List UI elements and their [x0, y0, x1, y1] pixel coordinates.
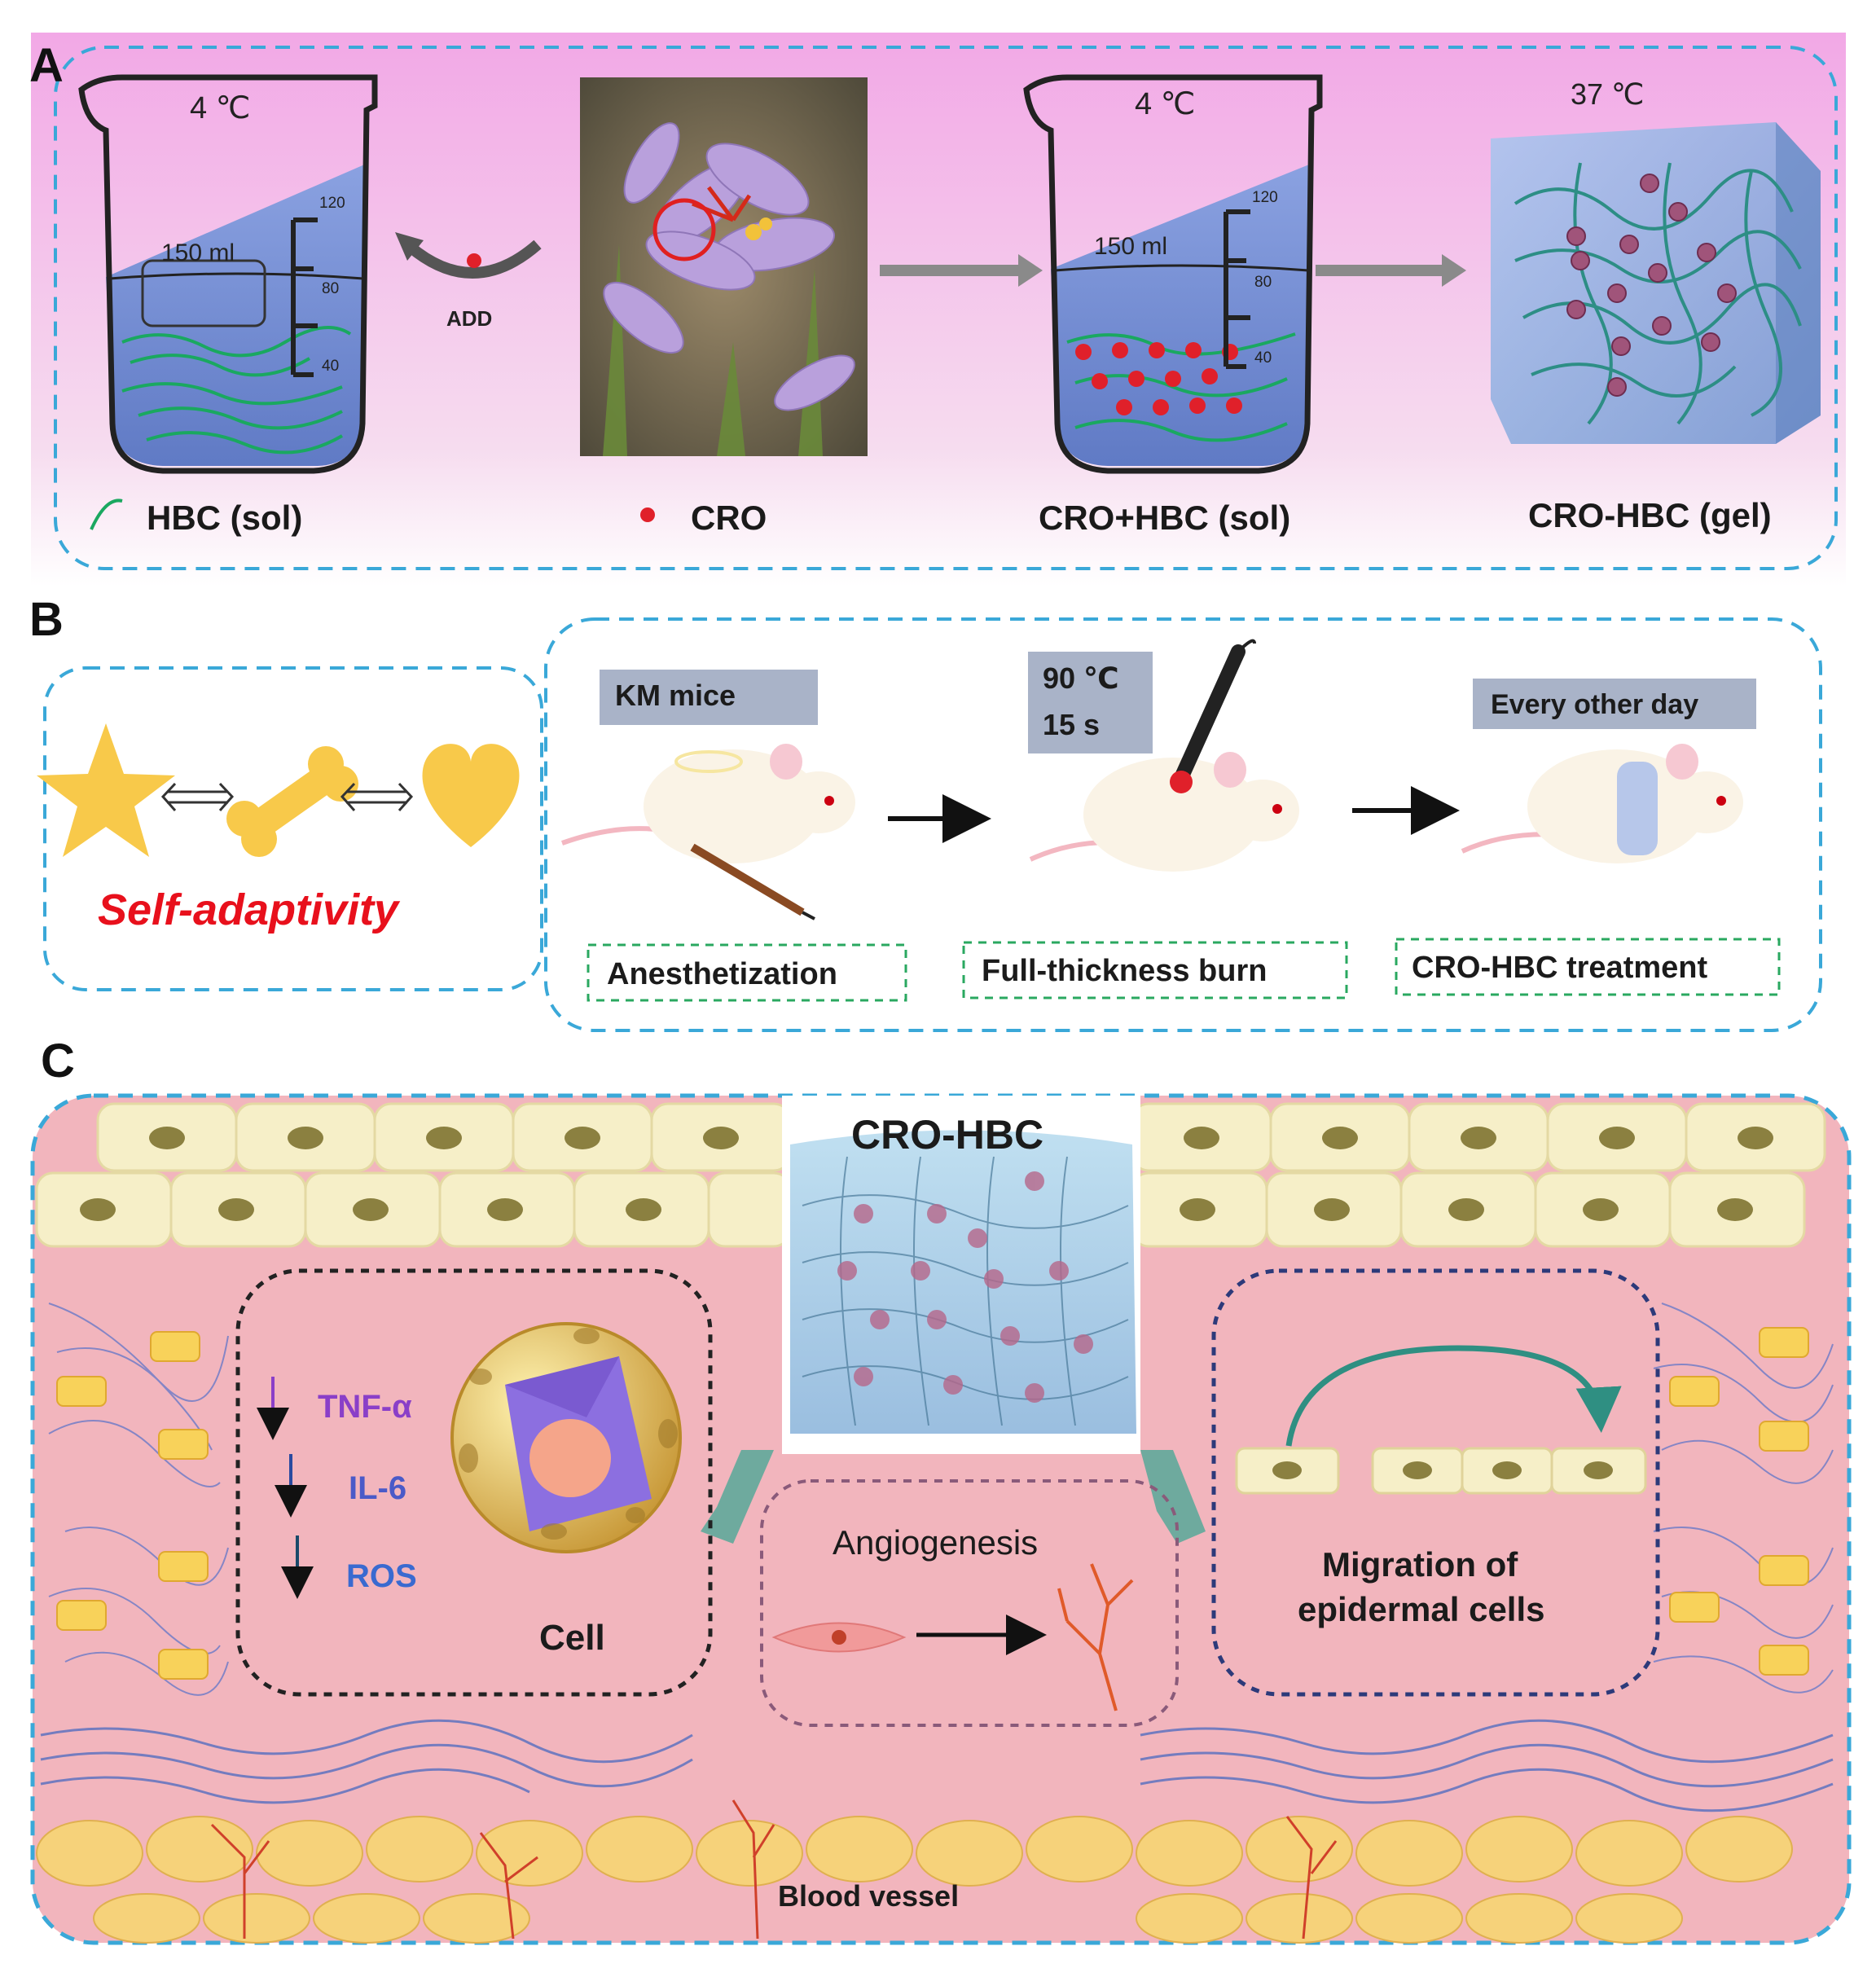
- fibroblasts: [56, 1327, 1809, 1680]
- beaker-1-tick-40: 40: [322, 358, 339, 375]
- arrow-gel-to-cell: [701, 1450, 774, 1544]
- angiogenesis-label: Angiogenesis: [833, 1523, 1038, 1562]
- bone-shape-icon: [226, 746, 358, 857]
- mouse-protocol-box: [544, 617, 1822, 1032]
- burn-condition-tag: [1028, 652, 1153, 753]
- tnf-alpha-label: TNF-α: [318, 1389, 412, 1425]
- crocus-photo: [580, 77, 868, 456]
- ros-label: ROS: [346, 1558, 417, 1594]
- step-anesthetization-box: [587, 943, 907, 1002]
- endothelial-cell-icon: [771, 1622, 907, 1653]
- panel-c: C: [30, 1035, 1852, 1945]
- panel-c-letter: C: [41, 1035, 75, 1087]
- cro-hbc-gel-label: CRO-HBC (gel): [1528, 496, 1772, 534]
- panel-a: A 120 80 40 150 ml 4 ℃: [29, 33, 1846, 587]
- double-arrow-1-icon: [160, 782, 235, 811]
- il6-label: IL-6: [349, 1470, 406, 1506]
- double-arrow-2-icon: [340, 782, 414, 811]
- mouse-treated: [1461, 744, 1743, 863]
- arrow-to-beaker-2: [880, 254, 1043, 287]
- beaker-2-tick-40: 40: [1254, 349, 1272, 367]
- km-mice-label: KM mice: [615, 679, 736, 712]
- migration-label-line2: epidermal cells: [1298, 1590, 1545, 1628]
- migrating-cell-nuclei: [1272, 1461, 1613, 1479]
- km-mice-tag: [600, 670, 818, 725]
- dermis-cells: [36, 1816, 1793, 1944]
- panel-c-border: [30, 1093, 1852, 1945]
- beaker-1-temp: 4 ℃: [190, 91, 250, 125]
- cro-label: CRO: [691, 499, 767, 537]
- beaker-1-tick-120: 120: [319, 195, 345, 212]
- beaker-2-tick-80: 80: [1254, 274, 1272, 291]
- hbc-sol-label: HBC (sol): [147, 499, 302, 537]
- beaker-2: 120 80 40 150 ml 4 ℃: [1023, 74, 1323, 474]
- star-shape-icon: [37, 723, 175, 857]
- cell-sphere-icon: [450, 1322, 682, 1553]
- panel-a-letter: A: [29, 39, 64, 92]
- cro-hbc-sol-label: CRO+HBC (sol): [1039, 499, 1290, 537]
- arrow-to-gel: [1316, 254, 1466, 287]
- self-adaptivity-box: [43, 666, 543, 991]
- panel-a-border: [54, 46, 1838, 570]
- gel-cube: 37 ℃: [1491, 77, 1821, 444]
- blood-vessel-label: Blood vessel: [778, 1879, 959, 1913]
- mouse-anesthetized: [560, 744, 855, 920]
- burn-temp-label: 90 ℃: [1043, 661, 1119, 695]
- cro-legend-icon: [640, 507, 655, 522]
- cell-label: Cell: [539, 1618, 605, 1658]
- migration-label-line1: Migration of: [1322, 1545, 1518, 1584]
- burn-time-label: 15 s: [1043, 708, 1100, 741]
- self-adaptivity-label: Self-adaptivity: [98, 885, 401, 934]
- step-burn-box: [962, 941, 1348, 999]
- arrow-gel-to-migration: [1140, 1450, 1206, 1544]
- beaker-2-temp: 4 ℃: [1135, 87, 1195, 121]
- panel-b: B Self-adaptivity KM mice: [29, 593, 1822, 1032]
- beaker-1: 120 80 40 150 ml 4 ℃: [78, 74, 378, 474]
- panel-b-letter: B: [29, 593, 64, 646]
- add-label: ADD: [446, 306, 492, 331]
- beaker-2-volume: 150 ml: [1094, 233, 1167, 260]
- inflammation-box: [235, 1268, 713, 1697]
- fiber-network-left: [48, 1303, 229, 1696]
- blood-vessels: [210, 1799, 1338, 1940]
- gel-temp: 37 ℃: [1571, 77, 1644, 111]
- migration-arrow: [1285, 1345, 1622, 1447]
- collagen-band: [40, 1719, 1834, 1812]
- treatment-schedule-tag: [1473, 679, 1756, 729]
- step-treatment-box: [1395, 938, 1781, 996]
- mouse-burned: [1029, 639, 1299, 872]
- beaker-2-tick-120: 120: [1252, 189, 1278, 206]
- step-treatment-label: CRO-HBC treatment: [1412, 951, 1707, 985]
- step-burn-label: Full-thickness burn: [982, 954, 1267, 988]
- angiogenesis-box: [760, 1479, 1179, 1727]
- step-anesthetization-label: Anesthetization: [607, 957, 837, 991]
- every-other-day-label: Every other day: [1491, 689, 1698, 720]
- cro-hbc-gel-label: CRO-HBC: [851, 1112, 1043, 1158]
- beaker-1-tick-80: 80: [322, 280, 339, 297]
- new-vessel-icon: [1057, 1563, 1134, 1711]
- hbc-legend-icon: [90, 499, 123, 530]
- beaker-1-volume: 150 ml: [161, 239, 235, 266]
- add-arrow: ADD: [395, 232, 542, 331]
- cro-hbc-gel-block: CRO-HBC: [782, 1096, 1140, 1454]
- epidermis-nuclei: [80, 1127, 1773, 1221]
- migration-box: [1211, 1268, 1660, 1697]
- heart-shape-icon: [422, 744, 520, 847]
